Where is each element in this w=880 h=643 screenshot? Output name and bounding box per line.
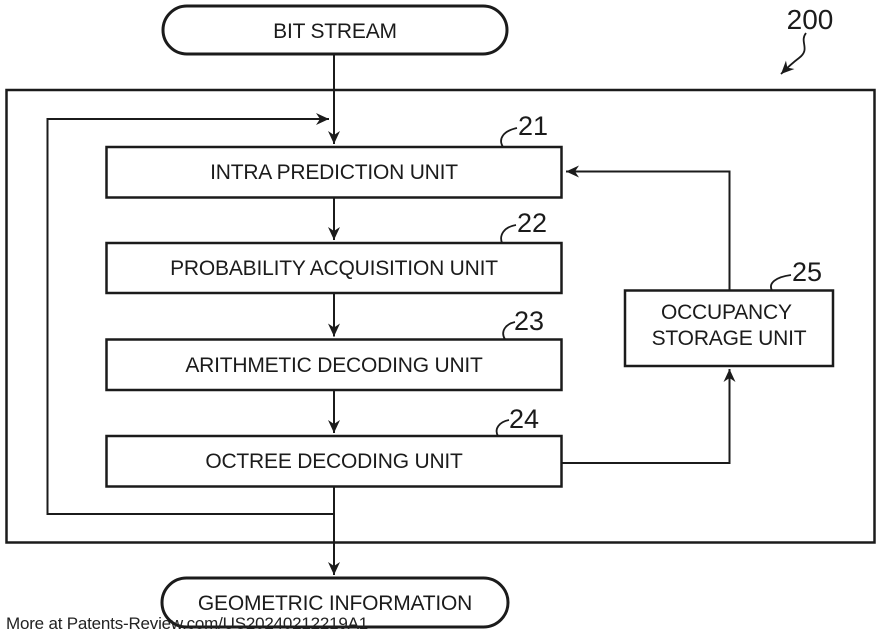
geometric-information-label: GEOMETRIC INFORMATION bbox=[198, 592, 472, 615]
octree-decoding-unit-label: OCTREE DECODING UNIT bbox=[205, 450, 463, 473]
ref-number-23: 23 bbox=[514, 306, 544, 336]
octree-decoding-unit-box bbox=[105, 434, 563, 488]
leader-ref-23 bbox=[502, 321, 516, 340]
occupancy-storage-unit-label: OCCUPANCY STORAGE UNIT bbox=[652, 301, 807, 350]
occupancy-storage-unit-box bbox=[623, 289, 835, 368]
arithmetic-decoding-unit-label: ARITHMETIC DECODING UNIT bbox=[185, 354, 483, 377]
intra-prediction-unit-label: INTRA PREDICTION UNIT bbox=[210, 161, 458, 184]
occupancy-storage-label-line2: STORAGE UNIT bbox=[652, 327, 807, 350]
occupancy-storage-label-line1: OCCUPANCY bbox=[661, 301, 792, 324]
footer-source-text: More at Patents-Review.com/US20240212219… bbox=[6, 614, 368, 633]
probability-acquisition-unit-label: PROBABILITY ACQUISITION UNIT bbox=[170, 257, 498, 280]
arithmetic-decoding-unit-box bbox=[105, 338, 563, 392]
arrow-feedback-loop bbox=[46, 113, 334, 515]
arrow-octree-to-occupancy bbox=[561, 369, 736, 464]
arrow-occupancy-to-intra bbox=[566, 165, 731, 291]
figure-reference-number-200: 200 bbox=[787, 4, 834, 35]
ref-number-22: 22 bbox=[517, 208, 547, 238]
leader-ref-21 bbox=[500, 127, 518, 148]
bit-stream-label: BIT STREAM bbox=[273, 20, 397, 43]
ref-number-24: 24 bbox=[509, 404, 539, 434]
decoder-enclosure-box bbox=[5, 88, 876, 544]
leader-ref-24 bbox=[495, 419, 510, 437]
ref-number-21: 21 bbox=[518, 111, 548, 141]
leader-arrow-ref-200 bbox=[780, 32, 807, 75]
leader-ref-22 bbox=[500, 224, 517, 244]
ref-number-25: 25 bbox=[792, 257, 822, 287]
geometric-information-terminator bbox=[160, 576, 510, 629]
leader-ref-25 bbox=[770, 274, 792, 291]
